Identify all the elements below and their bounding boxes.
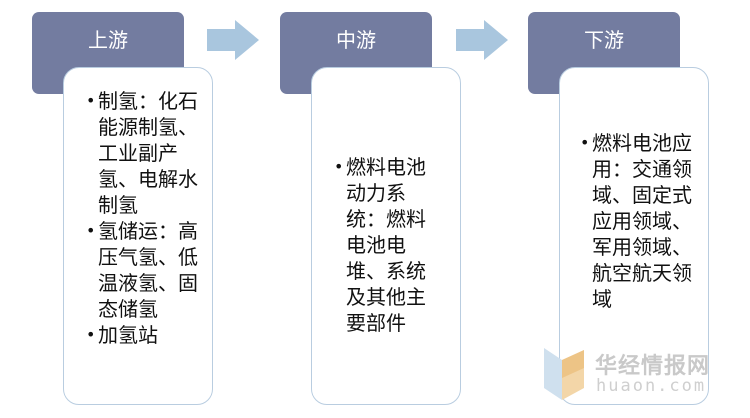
upstream-card: 制氢：化石能源制氢、工业副产氢、电解水制氢 氢储运：高压气氢、低温液氢、固态储氢… [63, 67, 213, 405]
flow-arrow-midstream-to-downstream [456, 20, 508, 60]
upstream-title: 上游 [88, 28, 128, 52]
upstream-bullets: 制氢：化石能源制氢、工业副产氢、电解水制氢 氢储运：高压气氢、低温液氢、固态储氢… [86, 88, 208, 348]
downstream-bullets: 燃料电池应用：交通领域、固定式应用领域、军用领域、航空航天领域 [580, 130, 704, 312]
midstream-title: 中游 [336, 28, 376, 52]
downstream-bullet-applications: 燃料电池应用：交通领域、固定式应用领域、军用领域、航空航天领域 [580, 130, 704, 312]
upstream-bullet-hydrogen-storage: 氢储运：高压气氢、低温液氢、固态储氢 [86, 218, 208, 322]
downstream-title: 下游 [584, 28, 624, 52]
watermark-url: huaon.com [596, 376, 707, 396]
huaon-watermark: 华经情报网 huaon.com [540, 346, 740, 406]
upstream-bullet-hydrogen-production: 制氢：化石能源制氢、工业副产氢、电解水制氢 [86, 88, 208, 218]
midstream-bullet-power-system: 燃料电池动力系统：燃料电池电堆、系统及其他主要部件 [334, 154, 444, 336]
flow-arrow-upstream-to-midstream [207, 20, 259, 60]
downstream-card: 燃料电池应用：交通领域、固定式应用领域、军用领域、航空航天领域 [559, 67, 709, 405]
huaon-logo-icon [544, 348, 584, 400]
midstream-card: 燃料电池动力系统：燃料电池电堆、系统及其他主要部件 [311, 67, 461, 405]
midstream-bullets: 燃料电池动力系统：燃料电池电堆、系统及其他主要部件 [334, 154, 444, 336]
upstream-bullet-refueling-station: 加氢站 [86, 322, 208, 348]
watermark-title: 华经情报网 [595, 354, 711, 379]
